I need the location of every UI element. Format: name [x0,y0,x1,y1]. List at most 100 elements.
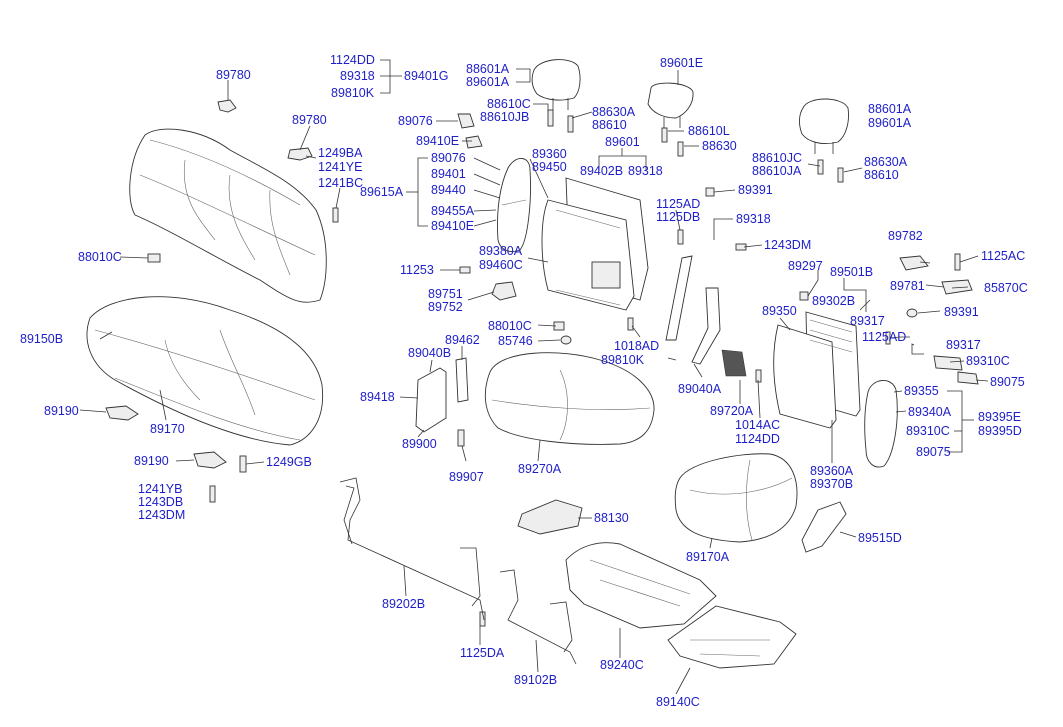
right-seatback-frame-drawing [773,311,861,429]
center-cushion-drawing [484,352,655,445]
part-number-label: 89455A [431,204,475,218]
seatbelt-drawing [665,255,747,377]
part-number-label: 89102B [514,673,557,687]
part-number-label: 88610JA [752,164,802,178]
part-number-label: 89501B [830,265,873,279]
cushion-pan-drawings [565,542,797,669]
seat-frame-drawings [339,477,577,665]
part-number-label: 1125AD [656,197,700,211]
part-number-label: 89190 [134,454,169,468]
rear-seatback-cushion-drawing [129,128,327,303]
part-number-label: 89720A [710,404,754,418]
rear-seat-cushion-drawing [86,296,324,446]
part-number-label: 89900 [402,437,437,451]
part-number-label: 89810K [331,86,375,100]
part-number-label: 89317 [946,338,981,352]
armrest-cushion-drawing [497,158,531,252]
part-number-label: 1243DM [764,238,811,252]
part-number-label: 89601A [868,116,912,130]
part-number-label: 85746 [498,334,533,348]
fastener-drawings [105,99,979,627]
part-number-label: 89395E [978,410,1021,424]
part-number-label: 88610JB [480,110,529,124]
part-number-label: 1243DB [138,495,183,509]
part-number-label: 89075 [990,375,1025,389]
part-number-label: 1243DM [138,508,185,522]
part-number-label: 89150B [20,332,63,346]
part-number-label: 89781 [890,279,925,293]
part-number-label: 89410E [416,134,459,148]
part-number-label: 89318 [736,212,771,226]
right-cushion-drawing [674,453,798,543]
part-number-label: 89310C [906,424,950,438]
part-number-label: 88610L [688,124,730,138]
part-number-label: 89040A [678,382,722,396]
part-number-label: 89752 [428,300,463,314]
part-number-label: 89355 [904,384,939,398]
part-number-label: 89310C [966,354,1010,368]
leader-lines [79,59,989,695]
part-number-label: 89391 [738,183,773,197]
part-number-label: 89751 [428,287,463,301]
part-number-label: 88630A [592,105,636,119]
part-number-label: 1124DD [735,432,780,446]
part-number-label: 89391 [944,305,979,319]
part-number-label: 89601 [605,135,640,149]
part-number-label: 89395D [978,424,1022,438]
part-number-label: 89450 [532,160,567,174]
part-number-label: 1249GB [266,455,312,469]
part-number-label: 88610JC [752,151,802,165]
part-number-label: 1125AC [981,249,1025,263]
part-number-label: 89460C [479,258,523,272]
part-number-label: 89297 [788,259,823,273]
part-number-label: 88010C [78,250,122,264]
part-number-label: 89076 [431,151,466,165]
part-labels: 89780 1124DD 89318 89810K 89401G 88601A … [20,53,1028,709]
part-number-label: 89302B [812,294,855,308]
part-number-label: 88630A [864,155,908,169]
part-number-label: 89402B [580,164,623,178]
part-number-label: 88610 [864,168,899,182]
part-number-label: 1125AD [862,330,906,344]
part-number-label: 1125DB [656,210,700,224]
part-number-label: 1249BA [318,146,363,160]
part-number-label: 85870C [984,281,1028,295]
part-number-label: 89370B [810,477,853,491]
part-number-label: 89410E [431,219,474,233]
part-number-label: 89317 [850,314,885,328]
part-number-label: 89401G [404,69,448,83]
part-number-label: 89202B [382,597,425,611]
part-number-label: 89040B [408,346,451,360]
part-number-label: 89318 [628,164,663,178]
part-number-label: 89170A [686,550,730,564]
part-number-label: 89780 [292,113,327,127]
part-number-label: 89380A [479,244,523,258]
seatback-frame-drawing [541,177,649,311]
bracket-drawing [801,501,847,553]
part-number-label: 89907 [449,470,484,484]
part-number-label: 88610 [592,118,627,132]
part-number-label: 89360 [532,147,567,161]
part-number-label: 1241BC [318,176,363,190]
part-number-label: 1125DA [460,646,505,660]
part-number-label: 89270A [518,462,562,476]
part-number-label: 89190 [44,404,79,418]
part-number-label: 89401 [431,167,466,181]
headrest-drawings [531,59,849,154]
part-number-label: 89170 [150,422,185,436]
side-bolster-drawing [864,380,898,468]
part-number-label: 89360A [810,464,854,478]
part-number-label: 89780 [216,68,251,82]
part-number-label: 88630 [702,139,737,153]
part-number-label: 89240C [600,658,644,672]
part-number-label: 11253 [400,263,434,277]
part-number-label: 89076 [398,114,433,128]
part-number-label: 89782 [888,229,923,243]
part-number-label: 89318 [340,69,375,83]
part-number-label: 89140C [656,695,700,709]
part-number-label: 1014AC [735,418,780,432]
part-number-label: 89340A [908,405,952,419]
part-number-label: 89418 [360,390,395,404]
part-number-label: 1018AD [614,339,659,353]
